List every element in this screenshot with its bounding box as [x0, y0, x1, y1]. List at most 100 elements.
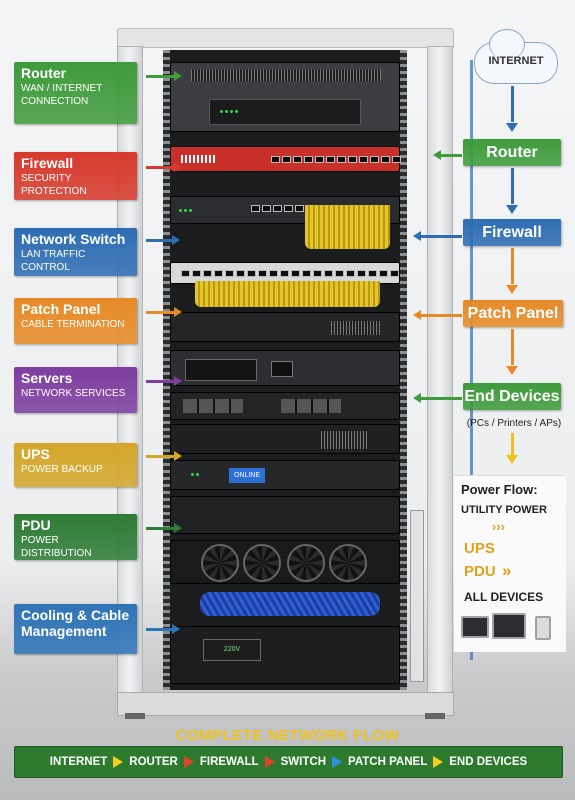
blank-panel: [170, 424, 400, 454]
power-ups: UPS: [464, 540, 495, 557]
flow-item: SWITCH: [280, 756, 326, 768]
power-all-devices: ALL DEVICES: [464, 590, 544, 604]
flow-item: FIREWALL: [199, 756, 259, 768]
label-arrow: [146, 235, 180, 245]
flow-connector: [511, 248, 514, 284]
firewall-brand: [181, 155, 217, 163]
drive-bays: [183, 399, 243, 413]
power-source: UTILITY POWER: [461, 504, 547, 516]
server-bay: [271, 361, 293, 377]
ups-display: ONLINE: [229, 468, 265, 483]
firewall-device: [170, 146, 401, 172]
right-arrow-icon: [183, 756, 194, 768]
vent: [191, 69, 381, 81]
label-arrow: [146, 307, 182, 317]
label-subtitle: NETWORK SERVICES: [21, 388, 126, 399]
label-arrow: [146, 624, 180, 634]
label-cooling-cable-management: Cooling & Cable Management: [14, 604, 137, 654]
flow-item: ROUTER: [129, 756, 178, 768]
rack-top: [117, 28, 454, 48]
device-display: 220V: [203, 639, 261, 661]
label-title: Cooling & Cable Management: [21, 607, 130, 639]
label-subtitle: POWER DISTRIBUTION: [21, 535, 92, 559]
cooling-fan-unit: [170, 540, 400, 584]
down-arrow-icon: [506, 455, 518, 464]
flow-step-firewall: Firewall: [463, 219, 561, 246]
flow-step-patch-panel: Patch Panel: [463, 300, 563, 327]
end-devices-note: (PCs / Printers / APs): [466, 418, 562, 429]
blank-panel: [170, 312, 400, 342]
rack-rail-right: [400, 50, 407, 690]
flow-item: END DEVICES: [449, 756, 528, 768]
switch-cables: [305, 205, 390, 249]
flow-connector: [511, 86, 514, 122]
label-subtitle: WAN / INTERNET CONNECTION: [21, 83, 103, 107]
rack-foot: [425, 713, 445, 719]
label-subtitle: POWER BACKUP: [21, 464, 103, 475]
firewall-arrow: [413, 231, 462, 241]
label-title: Patch Panel: [21, 301, 101, 317]
router-arrow: [433, 150, 462, 160]
label-subtitle: LAN TRAFFIC CONTROL: [21, 249, 86, 273]
patch-panel-device: [170, 262, 400, 284]
end-devices-arrow: [413, 393, 462, 403]
down-arrow-icon: [506, 123, 518, 132]
flow-item: PATCH PANEL: [348, 756, 428, 768]
double-chevron-icon: »: [502, 561, 512, 580]
right-arrow-icon: [264, 756, 275, 768]
flow-step-router: Router: [463, 139, 561, 166]
drive-bays: [281, 399, 341, 413]
server-bay: [185, 359, 257, 381]
label-subtitle: CABLE TERMINATION: [21, 319, 125, 330]
down-arrow-icon: [506, 285, 518, 294]
power-flow-title: Power Flow:: [461, 482, 538, 497]
bottom-title: COMPLETE NETWORK FLOW: [175, 727, 400, 744]
vent: [321, 431, 367, 449]
monitor-icon: [461, 616, 489, 638]
right-arrow-icon: [332, 756, 342, 768]
label-pdu: PDU POWER DISTRIBUTION: [14, 514, 137, 560]
label-arrow: [146, 162, 182, 172]
label-arrow: [146, 376, 182, 386]
right-arrow-icon: [433, 756, 444, 768]
flow-connector: [511, 433, 514, 455]
pdu-panel: [170, 496, 400, 534]
label-title: Router: [21, 65, 67, 81]
bottom-server: 220V: [170, 626, 400, 684]
rack-foot: [125, 713, 145, 719]
rack-rail-left: [163, 50, 170, 690]
right-arrow-icon: [113, 756, 124, 768]
router-shelf: [170, 62, 400, 132]
label-title: PDU: [21, 517, 51, 533]
flow-connector: [511, 168, 514, 204]
patch-cables: [195, 281, 380, 307]
fan-icon: [201, 544, 239, 582]
down-arrow-icon: [506, 205, 518, 214]
label-arrow: [146, 523, 182, 533]
patch-arrow: [413, 310, 462, 320]
flow-connector: [511, 329, 514, 365]
power-pdu: PDU: [464, 563, 496, 580]
flow-step-end-devices: End Devices: [463, 383, 561, 410]
down-arrow-icon: [506, 366, 518, 375]
label-title: Network Switch: [21, 231, 126, 247]
rack-right-post: [427, 46, 453, 698]
phone-icon: [535, 616, 551, 640]
blue-cable-bundle: [200, 592, 380, 616]
label-arrow: [146, 71, 182, 81]
label-ups: UPS POWER BACKUP: [14, 443, 137, 487]
label-title: UPS: [21, 446, 50, 462]
chevron-icon: ›››: [492, 519, 505, 534]
label-title: Servers: [21, 370, 73, 386]
vent: [331, 321, 381, 335]
server-2: [170, 392, 400, 420]
rack-base: [117, 692, 454, 716]
fan-icon: [329, 544, 367, 582]
router-device: [209, 99, 361, 125]
